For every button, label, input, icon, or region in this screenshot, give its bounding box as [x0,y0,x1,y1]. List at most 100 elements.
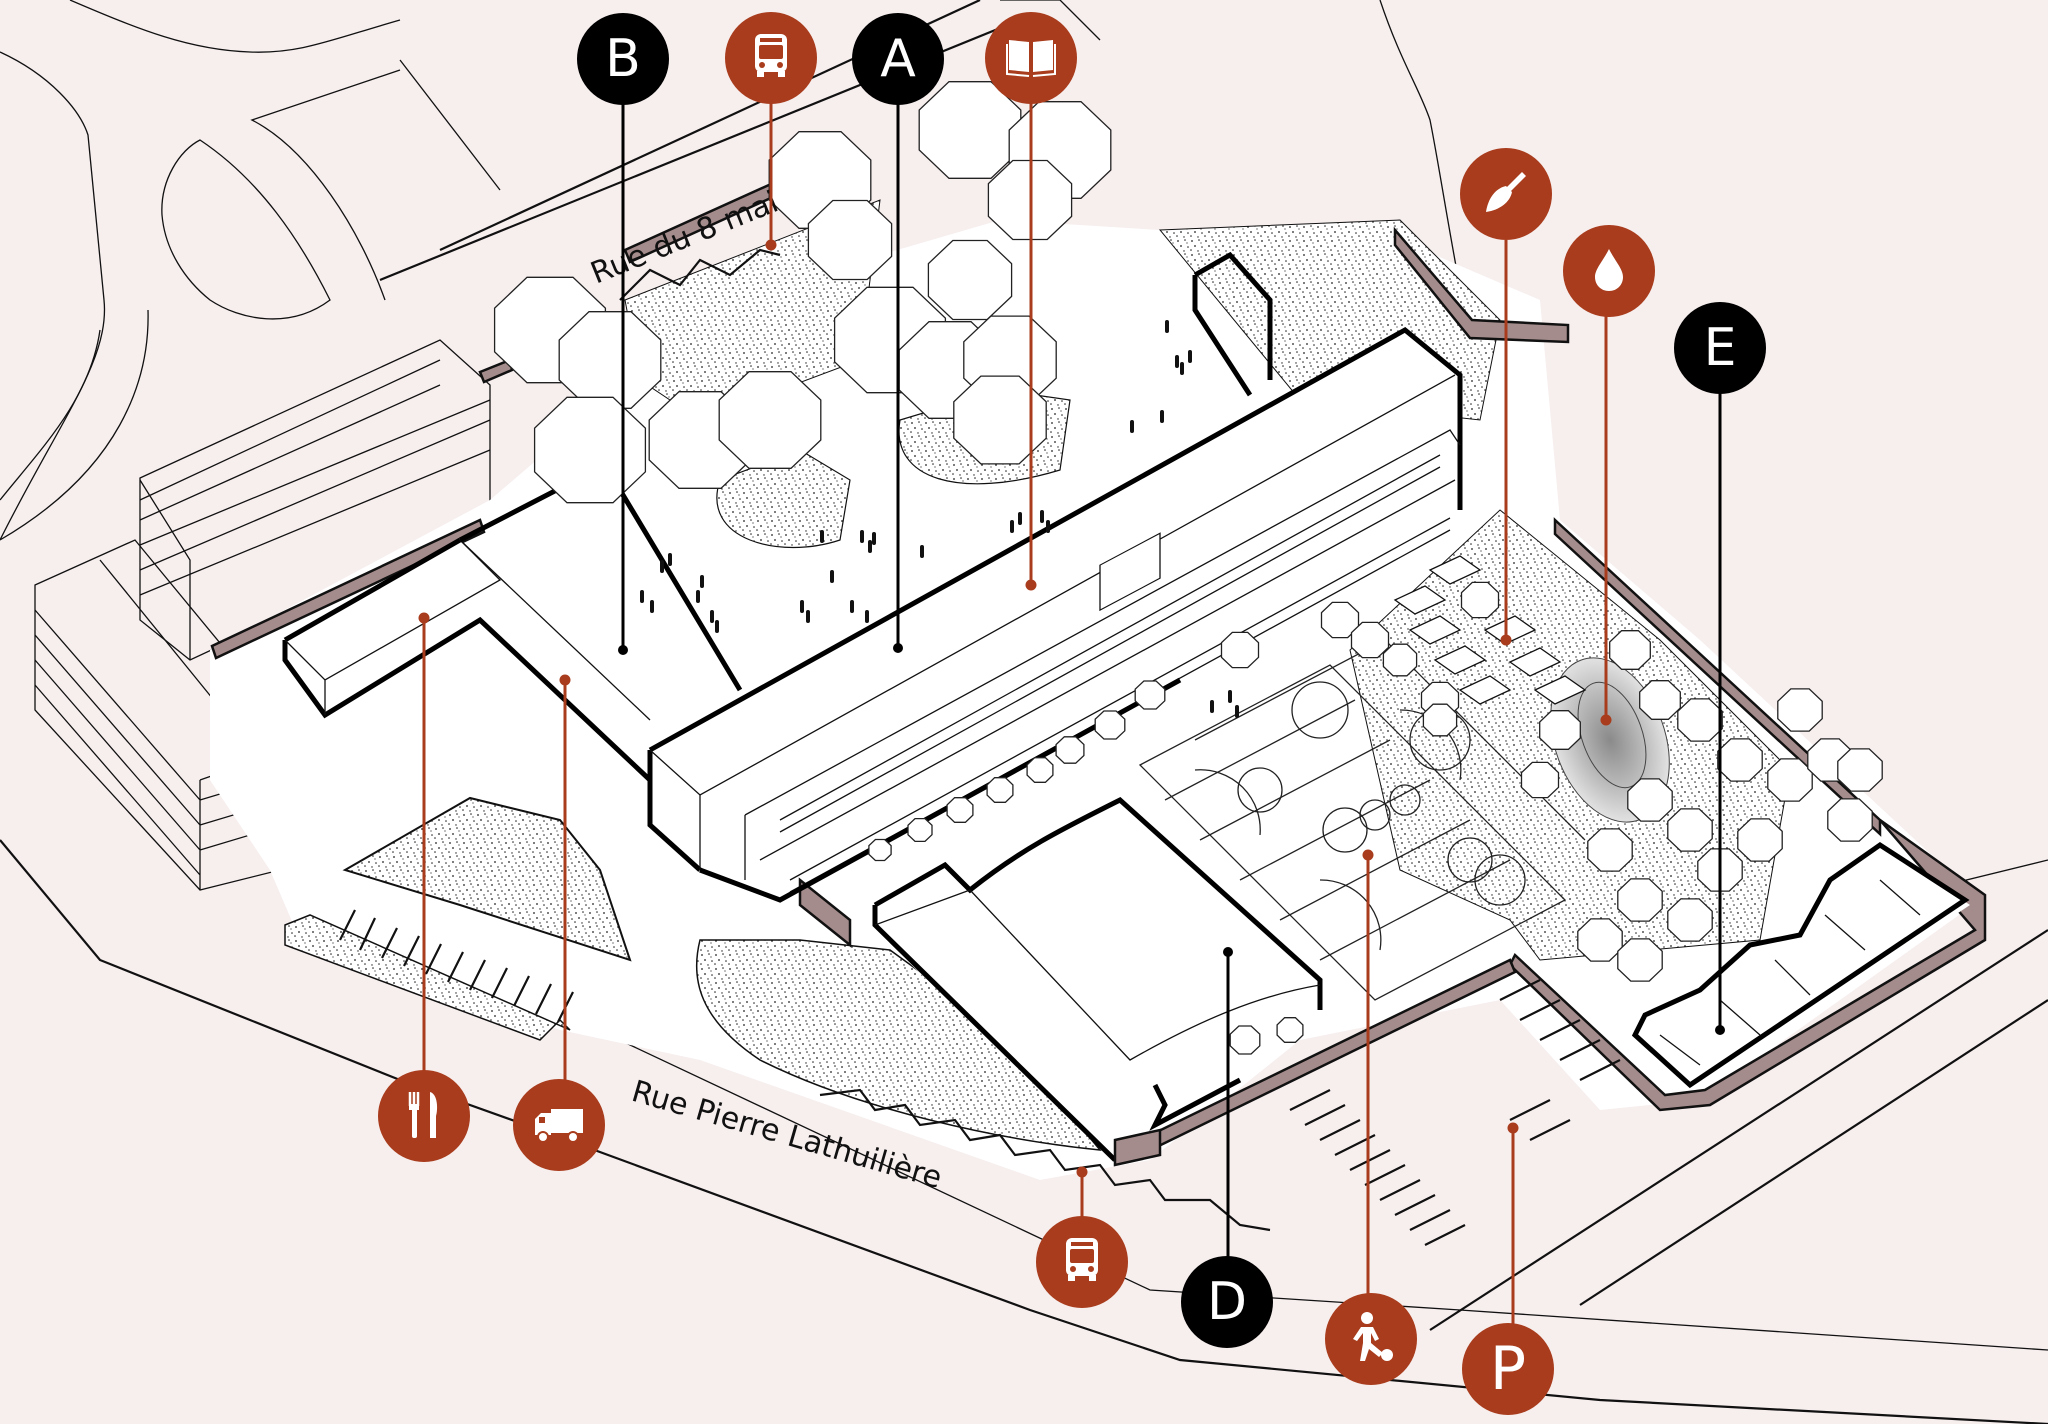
tree [1717,738,1763,782]
tree [1639,680,1681,720]
person-silhouette [700,575,704,588]
person-silhouette [1180,362,1184,375]
tree [868,838,892,862]
person-silhouette [660,560,664,573]
tree [1026,757,1054,783]
tree [1827,798,1873,842]
boundary-walls [210,178,1987,1163]
tree [1767,758,1813,802]
tree [1737,818,1783,862]
marker-deliveries[interactable] [513,1079,605,1171]
tree [927,239,1013,321]
tree [1539,710,1581,750]
marker-bus-stop-south[interactable] [1036,1216,1128,1308]
tree [1777,688,1823,732]
marker-building-A[interactable]: A [852,13,944,105]
tree [1617,938,1663,982]
person-silhouette [668,553,672,566]
person-silhouette [1210,700,1214,713]
person-silhouette [868,540,872,553]
bus-icon [1054,1232,1110,1292]
person-silhouette [1165,320,1169,333]
person-silhouette [830,570,834,583]
tree [1229,1025,1261,1055]
tree [1460,581,1500,619]
bus-shelter-south [819,1088,1271,1232]
marker-building-B[interactable]: B [577,13,669,105]
person-silhouette [800,600,804,613]
tree [807,199,893,281]
person-silhouette [865,610,869,623]
tree [953,375,1047,465]
person-silhouette [1175,355,1179,368]
marker-sports[interactable] [1325,1293,1417,1385]
person-silhouette [715,620,719,633]
people [640,320,1239,718]
tree [1220,631,1260,669]
garden-beds [1393,555,1587,705]
person-silhouette [1010,520,1014,533]
trees [493,81,1883,1055]
person-silhouette [1018,512,1022,525]
fork-knife-icon [396,1086,452,1146]
tree [1276,1017,1304,1043]
tree [1587,828,1633,872]
building-E [1631,841,1970,1089]
tree [1134,680,1166,710]
tree [1055,736,1085,764]
marker-water-retention[interactable] [1563,225,1655,317]
water-drop-icon [1581,241,1637,301]
bus-icon [743,28,799,88]
marker-label: B [605,29,641,89]
tree [1520,761,1560,799]
marker-vegetable-garden[interactable] [1460,148,1552,240]
marker-parking[interactable]: P [1462,1323,1554,1415]
person-silhouette [650,600,654,613]
tree [1350,621,1390,659]
tree [907,817,933,843]
tree [1677,698,1723,742]
person-silhouette [806,610,810,623]
child-football-icon [1343,1309,1399,1369]
bus-shelter-north [619,248,781,301]
tree [1667,808,1713,852]
tree [1577,918,1623,962]
marker-canteen[interactable] [378,1070,470,1162]
person-silhouette [872,532,876,545]
book-icon [1003,28,1059,88]
person-silhouette [710,610,714,623]
tree [1609,630,1651,670]
tree [1837,748,1883,792]
person-silhouette [1188,350,1192,363]
tree [986,777,1014,803]
tree [1320,601,1360,639]
marker-bus-stop-north[interactable] [725,12,817,104]
marker-label: A [880,29,916,89]
person-silhouette [920,545,924,558]
tree [918,81,1022,179]
tree [1617,878,1663,922]
person-silhouette [1235,705,1239,718]
parking-label: P [1489,1334,1527,1404]
building-A [647,326,1463,903]
person-silhouette [850,600,854,613]
tree [718,371,822,469]
leader-lines [418,96,1725,1330]
parking-stripes [339,909,1621,1246]
tree [1422,703,1458,737]
tree [1094,710,1126,740]
person-silhouette [640,590,644,603]
tree [946,797,974,823]
person-silhouette [1130,420,1134,433]
building-D-gymnasium [872,797,1323,1167]
marker-building-E[interactable]: E [1674,302,1766,394]
person-silhouette [1046,520,1050,533]
person-silhouette [820,530,824,543]
trowel-icon [1478,164,1534,224]
tree [533,396,647,504]
marker-building-D[interactable]: D [1181,1256,1273,1348]
tree [1627,778,1673,822]
marker-library[interactable] [985,12,1077,104]
truck-icon [531,1095,587,1155]
